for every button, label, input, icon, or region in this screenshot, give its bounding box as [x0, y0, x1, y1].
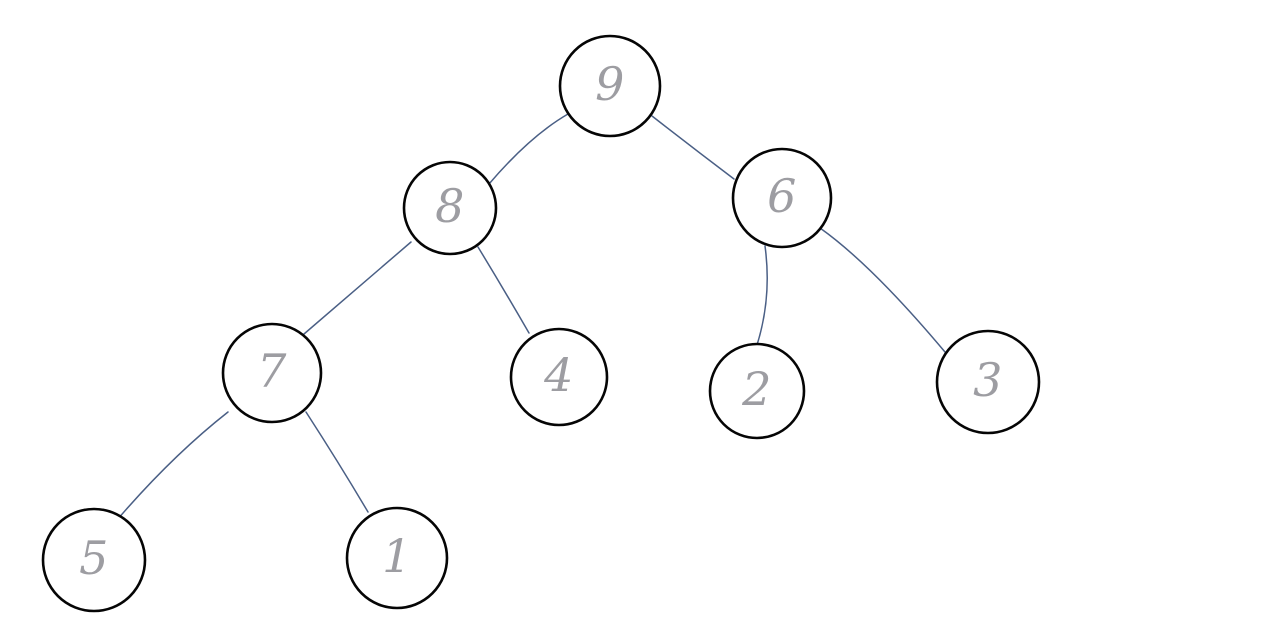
tree-node-1[interactable]: 1: [345, 506, 449, 610]
node-circle-3[interactable]: [935, 329, 1041, 435]
tree-edge-8-7: [303, 241, 412, 335]
edges-layer: [116, 113, 946, 521]
node-circle-1[interactable]: [345, 506, 449, 610]
tree-node-7[interactable]: 7: [221, 322, 323, 424]
tree-edge-7-5: [116, 411, 229, 521]
tree-node-4[interactable]: 4: [509, 327, 609, 427]
tree-node-3[interactable]: 3: [935, 329, 1041, 435]
node-label-4: 4: [543, 348, 574, 402]
node-circle-5[interactable]: [41, 507, 147, 613]
node-label-5: 5: [79, 531, 109, 585]
nodes-layer: 9 8 6 7 4 2 3 5 1: [41, 34, 1041, 613]
tree-edge-9-8: [488, 113, 569, 185]
tree-edge-6-3: [819, 227, 946, 353]
tree-edge-9-6: [651, 115, 735, 180]
tree-edge-7-1: [305, 411, 369, 513]
node-circle-9[interactable]: [558, 34, 662, 138]
node-label-3: 3: [973, 353, 1003, 407]
node-label-7: 7: [257, 344, 287, 398]
node-circle-8[interactable]: [402, 160, 498, 256]
node-label-6: 6: [767, 169, 797, 223]
node-circle-2[interactable]: [708, 342, 806, 440]
tree-edge-8-4: [477, 246, 530, 334]
tree-node-6[interactable]: 6: [731, 147, 833, 249]
node-label-9: 9: [595, 57, 625, 111]
node-label-2: 2: [741, 362, 772, 416]
node-circle-7[interactable]: [221, 322, 323, 424]
tree-node-2[interactable]: 2: [708, 342, 806, 440]
node-circle-6[interactable]: [731, 147, 833, 249]
node-label-8: 8: [435, 179, 465, 233]
node-circle-4[interactable]: [509, 327, 609, 427]
node-label-1: 1: [382, 529, 412, 583]
tree-edge-6-2: [756, 245, 768, 346]
tree-node-8[interactable]: 8: [402, 160, 498, 256]
tree-node-9[interactable]: 9: [558, 34, 662, 138]
tree-node-5[interactable]: 5: [41, 507, 147, 613]
